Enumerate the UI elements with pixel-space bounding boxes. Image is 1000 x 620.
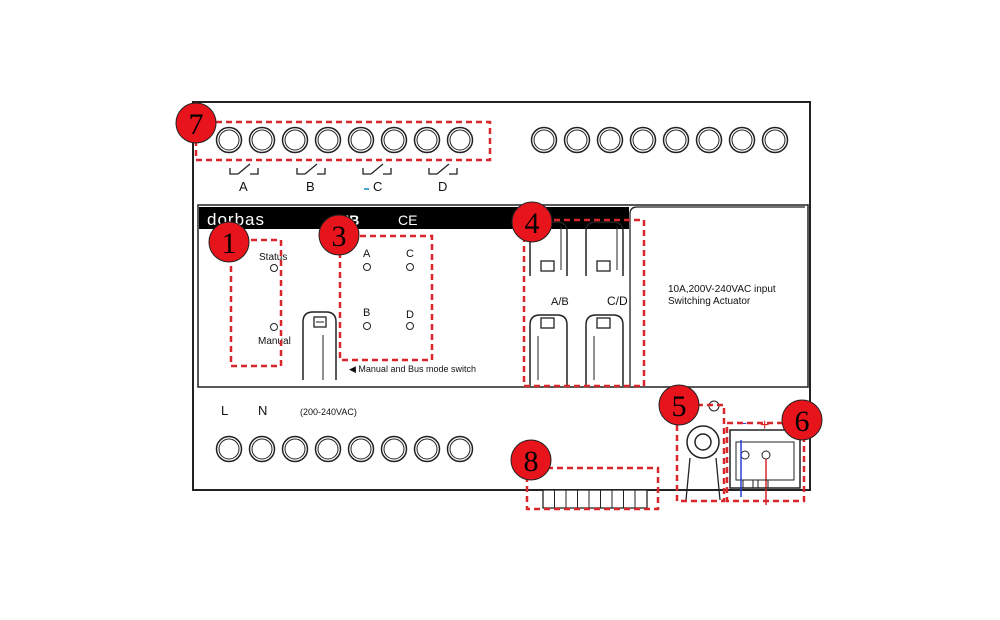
bus-connector [729,429,801,505]
bus-plus-label: + [760,417,769,434]
led-d [406,322,414,330]
screw-terminal [728,126,756,154]
lever-group-ab-label: A/B [551,296,569,308]
comb-connector [542,489,648,509]
top-terminals-abcd [215,126,474,154]
status-led [270,264,278,272]
lever-b[interactable] [529,314,568,386]
bus-minus-label: − [739,415,747,431]
front-panel [197,204,809,388]
led-label-c: C [406,248,414,260]
label-area [629,206,805,386]
screw-terminal [761,126,789,154]
relay-label-a: A [239,179,248,194]
mode-switch-knob[interactable] [302,311,337,380]
relay-label-b: B [306,179,315,194]
svg-text:1: 1 [222,227,237,260]
programming-button[interactable] [685,425,721,501]
relay-contact-symbol [362,163,392,175]
screw-terminal [347,435,375,463]
relay-contact-symbol [296,163,326,175]
screw-terminal [281,435,309,463]
led-label-a: A [363,248,371,260]
screw-terminal [629,126,657,154]
svg-text:8: 8 [524,445,539,478]
screw-terminal [446,435,474,463]
callout-box-4 [522,218,646,388]
svg-text:7: 7 [189,108,204,141]
screw-terminal [347,126,375,154]
screw-terminal [380,126,408,154]
lever-c[interactable] [585,221,624,276]
svg-text:4: 4 [525,207,540,240]
screw-terminal [380,435,408,463]
callout-badge-8: 8 [510,439,552,481]
top-terminals-right [530,126,789,154]
screw-terminal [248,435,276,463]
status-label: Status [259,252,287,263]
screw-terminal [563,126,591,154]
screw-terminal [413,126,441,154]
screw-terminal [530,126,558,154]
callout-box-6 [725,421,806,503]
voltage-label: (200-240VAC) [300,407,357,417]
manual-label: Manual [258,336,291,347]
svg-text:3: 3 [332,220,347,253]
callout-box-5 [675,403,726,503]
rating-line-1: 10A,200V-240VAC input [668,284,776,295]
rating-line-2: Switching Actuator [668,296,751,307]
callout-badge-7: 7 [175,102,217,144]
callout-badge-4: 4 [511,201,553,243]
svg-text:6: 6 [795,405,810,438]
led-c [406,263,414,271]
screw-terminal [215,435,243,463]
screw-terminal [662,126,690,154]
screw-terminal [314,126,342,154]
screw-terminal [248,126,276,154]
relay-label-d: D [438,179,447,194]
callout-badge-5: 5 [658,384,700,426]
led-label-d: D [406,309,414,321]
screw-terminal [596,126,624,154]
callout-box-1 [229,238,283,368]
screw-terminal [215,126,243,154]
bottom-terminals [215,435,474,463]
led-b [363,322,371,330]
relay-label-c: C [373,179,382,194]
comb-connector-body [542,489,648,509]
lever-d[interactable] [585,314,624,386]
callout-badge-3: 3 [318,214,360,256]
screw-terminal [413,435,441,463]
callout-box-8 [525,466,660,511]
callout-badge-6: 6 [781,399,823,441]
led-a [363,263,371,271]
led-label-b: B [363,307,370,319]
ce-mark: CE [398,212,417,228]
relay-contacts [229,163,458,175]
relay-contact-symbol [229,163,259,175]
neutral-label: N [258,403,267,418]
callout-badge-1: 1 [208,221,250,263]
callout-box-3 [338,234,434,362]
manual-led [270,323,278,331]
relay-contact-symbol [428,163,458,175]
line-label: L [221,403,228,418]
screw-terminal [281,126,309,154]
mode-switch-label: ◀ Manual and Bus mode switch [349,364,476,374]
svg-text:5: 5 [672,390,687,423]
screw-terminal [314,435,342,463]
screw-terminal [446,126,474,154]
screw-terminal [695,126,723,154]
lever-group-cd-label: C/D [607,294,628,308]
